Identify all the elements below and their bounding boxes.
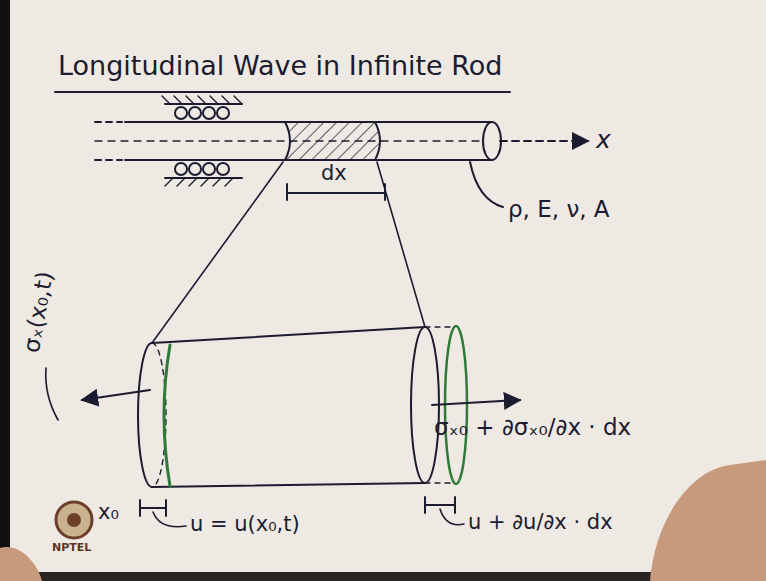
stress-label: σₓ(x₀,t)	[18, 269, 58, 354]
stress-arrow	[82, 390, 150, 400]
logo-text: NPTEL	[52, 542, 91, 555]
rod-edge	[125, 121, 492, 123]
leader-line	[440, 509, 464, 525]
roller	[217, 163, 229, 175]
stress-label: σₓ₀ + ∂σₓ₀/∂x · dx	[434, 414, 631, 440]
axis-arrow	[500, 140, 588, 142]
roller	[175, 107, 187, 119]
element-face	[285, 122, 290, 160]
dimension-tick	[287, 184, 385, 200]
dimension-line	[140, 507, 166, 509]
leader-line	[470, 162, 503, 207]
position-label: x₀	[98, 500, 119, 524]
title-underline	[55, 91, 510, 93]
ground-line	[165, 177, 242, 179]
stress-arrow	[432, 400, 520, 405]
roller	[203, 107, 215, 119]
roller	[203, 163, 215, 175]
dimension-line	[425, 504, 455, 506]
dimension-line	[287, 192, 385, 194]
displacement-label: u + ∂u/∂x · dx	[468, 510, 613, 534]
roller	[217, 107, 229, 119]
logo	[67, 513, 81, 527]
photo-edge	[0, 0, 10, 581]
hand	[0, 547, 42, 581]
roller	[189, 163, 201, 175]
leader-line	[46, 368, 58, 420]
rod-end	[483, 122, 501, 160]
centre-line	[95, 140, 480, 141]
rod-edge	[125, 159, 492, 161]
leader-line	[153, 512, 186, 527]
displacement-label: u = u(x₀,t)	[190, 512, 300, 536]
element-face	[375, 122, 380, 160]
projection-line	[152, 162, 283, 343]
element-edge	[152, 483, 425, 487]
roller	[175, 163, 187, 175]
material-properties: ρ, E, ν, A	[508, 196, 610, 222]
logo	[56, 502, 92, 538]
projection-line	[377, 162, 425, 327]
axis-label: x	[596, 126, 611, 155]
dimension-label: dx	[321, 161, 347, 185]
element-face	[138, 343, 152, 487]
slide-title: Longitudinal Wave in Infinite Rod	[58, 50, 503, 81]
element-edge	[152, 327, 425, 343]
hand	[650, 460, 766, 581]
ground-hatch	[165, 178, 233, 186]
displaced-face	[164, 345, 170, 486]
ground-hatch	[162, 96, 242, 104]
roller	[189, 107, 201, 119]
